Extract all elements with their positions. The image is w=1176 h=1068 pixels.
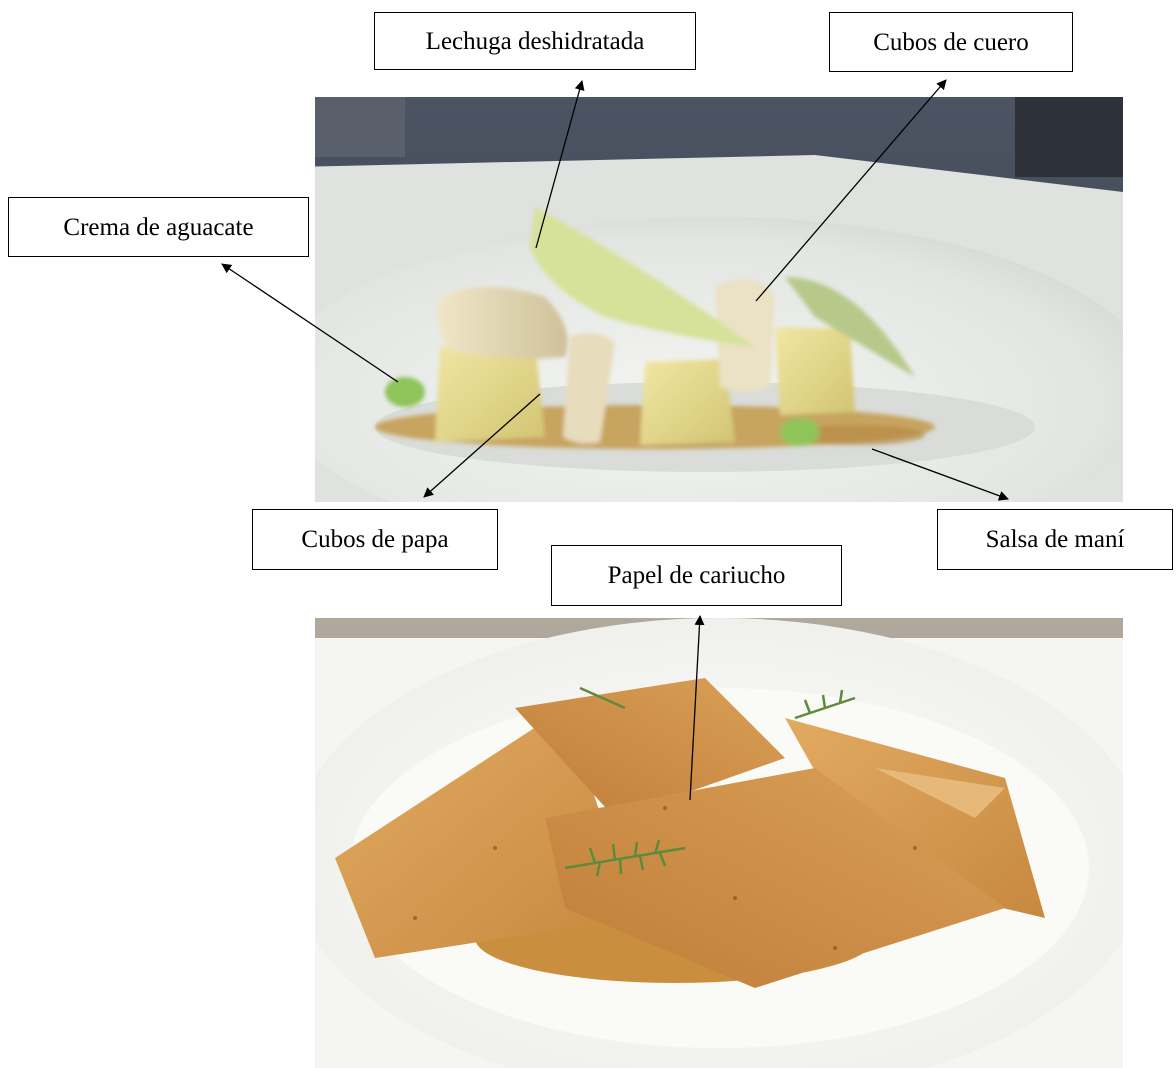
photo-top-dish (315, 97, 1123, 502)
dill-garnish (564, 686, 856, 877)
label-cubos-de-papa: Cubos de papa (252, 509, 498, 570)
label-papel-de-cariucho: Papel de cariucho (551, 545, 842, 606)
top-dish-illustration (315, 97, 1123, 502)
label-salsa-de-mani: Salsa de maní (937, 509, 1173, 570)
cariucho-paper (335, 708, 635, 958)
label-lechuga-deshidratada: Lechuga deshidratada (374, 12, 696, 70)
bottom-dish-illustration (315, 618, 1123, 1068)
label-crema-de-aguacate: Crema de aguacate (8, 197, 309, 257)
dehydrated-lettuce (530, 207, 755, 347)
avocado-cream (385, 377, 425, 407)
photo-bottom-dish (315, 618, 1123, 1068)
label-cubos-de-cuero: Cubos de cuero (829, 12, 1073, 72)
leather-cube (437, 287, 568, 359)
